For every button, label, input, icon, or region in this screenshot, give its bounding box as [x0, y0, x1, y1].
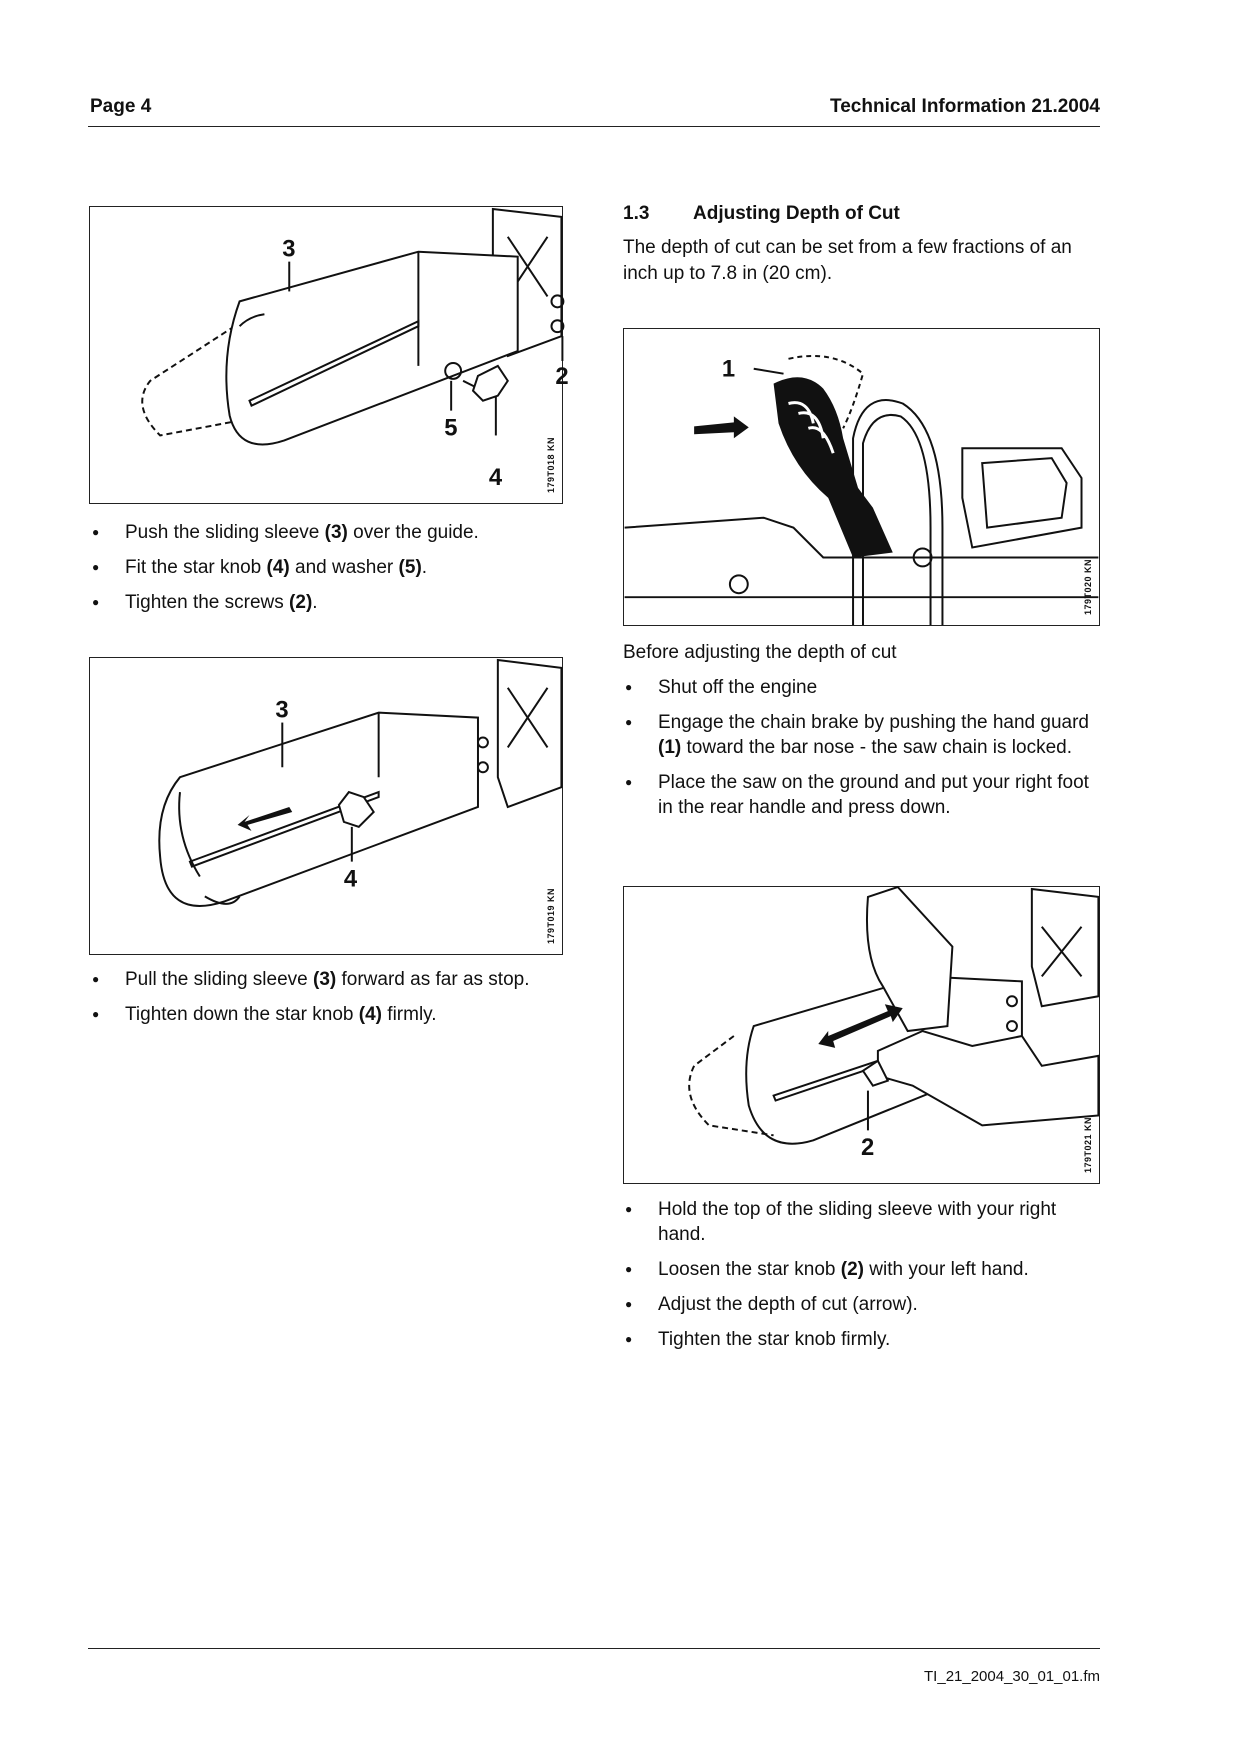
- figure-chain-brake-drawing: 1: [624, 354, 1099, 625]
- list-item: Tighten down the star knob (4) firmly.: [90, 1002, 580, 1027]
- preparation-steps: Shut off the engine Engage the chain bra…: [623, 675, 1103, 830]
- figure-sleeve-forward: 3 4 179T019 KN: [89, 657, 563, 955]
- footer-rule: [88, 1648, 1100, 1649]
- list-item: Tighten the star knob firmly.: [623, 1327, 1103, 1352]
- figure1-label-4: 4: [489, 464, 503, 491]
- figure1-label-3: 3: [282, 236, 295, 263]
- figure3-code: 179T020 KN: [1083, 558, 1093, 615]
- figure4-label-2: 2: [861, 1134, 874, 1161]
- figure-sleeve-fitting: 3 2 5 4 179T018 KN: [89, 206, 569, 504]
- list-item: Adjust the depth of cut (arrow).: [623, 1292, 1103, 1317]
- list-item: Engage the chain brake by pushing the ha…: [623, 710, 1103, 760]
- section-number: 1.3: [623, 203, 650, 224]
- figure1-label-2: 2: [555, 363, 568, 390]
- figure2-label-4: 4: [344, 865, 358, 892]
- section-title: Adjusting Depth of Cut: [693, 203, 900, 224]
- list-item: Hold the top of the sliding sleeve with …: [623, 1197, 1103, 1247]
- section-intro: The depth of cut can be set from a few f…: [623, 237, 1072, 284]
- figure2-label-3: 3: [275, 697, 288, 724]
- figure3-label-1: 1: [722, 356, 735, 383]
- figure-sleeve-forward-drawing: 3 4: [158, 658, 563, 907]
- header-rule: [88, 126, 1100, 127]
- figure-adjust-depth-drawing: 2: [688, 885, 1100, 1161]
- figure1-instructions: Push the sliding sleeve (3) over the gui…: [90, 520, 570, 625]
- figure-sleeve-fitting-drawing: 3 2 5 4: [141, 207, 569, 491]
- figure-chain-brake: 1 179T020 KN: [623, 328, 1100, 626]
- figure1-code: 179T018 KN: [546, 436, 556, 493]
- adjustment-steps: Hold the top of the sliding sleeve with …: [623, 1197, 1103, 1362]
- figure4-code: 179T021 KN: [1083, 1116, 1093, 1173]
- list-item: Push the sliding sleeve (3) over the gui…: [90, 520, 570, 545]
- figure2-code: 179T019 KN: [546, 887, 556, 944]
- figure1-label-5: 5: [444, 414, 457, 441]
- figure2-instructions: Pull the sliding sleeve (3) forward as f…: [90, 967, 580, 1037]
- footer-filename: TI_21_2004_30_01_01.fm: [924, 1668, 1100, 1685]
- figure-adjust-depth: 2 179T021 KN: [623, 885, 1100, 1184]
- list-item: Tighten the screws (2).: [90, 590, 570, 615]
- list-item: Shut off the engine: [623, 675, 1103, 700]
- list-item: Loosen the star knob (2) with your left …: [623, 1257, 1103, 1282]
- before-adjusting-text: Before adjusting the depth of cut: [623, 642, 897, 663]
- page-number: Page 4: [90, 96, 152, 117]
- document-title: Technical Information 21.2004: [830, 96, 1100, 117]
- list-item: Pull the sliding sleeve (3) forward as f…: [90, 967, 580, 992]
- list-item: Fit the star knob (4) and washer (5).: [90, 555, 570, 580]
- list-item: Place the saw on the ground and put your…: [623, 770, 1103, 820]
